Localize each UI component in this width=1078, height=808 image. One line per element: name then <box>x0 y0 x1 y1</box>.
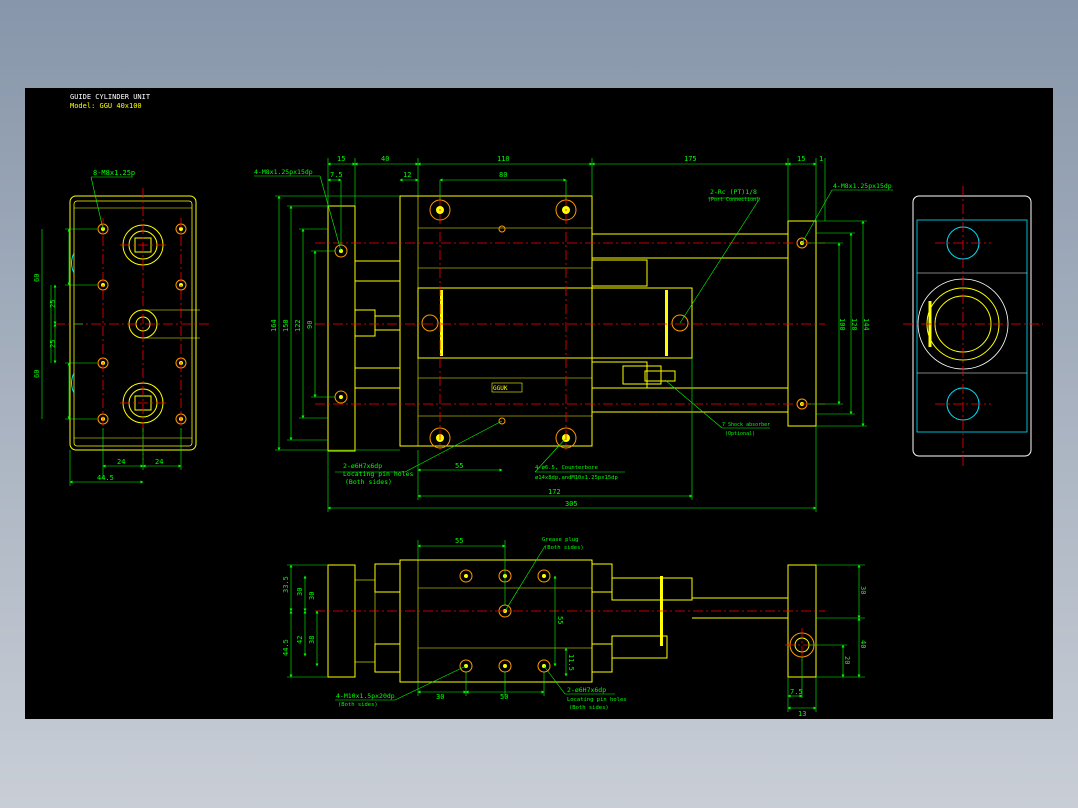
dim-front-15b: 15 <box>797 155 805 163</box>
grease-note-1: Grease plug <box>542 537 578 543</box>
port-note: 2-Rc (PT)1/8 <box>710 188 757 196</box>
dim-front-55: 55 <box>455 462 463 470</box>
dim-bottom-30r: 30 <box>859 586 867 594</box>
dim-front-144: 144 <box>862 318 870 331</box>
dim-front-122: 122 <box>294 319 302 332</box>
shock-absorber-sub: (Optional) <box>725 431 755 437</box>
dim-front-75: 7.5 <box>330 171 343 179</box>
left-side-view: 8-M8x1.25p 60 25 25 60 24 24 44.5 <box>33 169 210 486</box>
dim-bottom-38: 38 <box>308 636 316 644</box>
dim-bottom-55v: 55 <box>556 616 564 624</box>
dim-bottom-30a: 30 <box>296 588 304 596</box>
dim-bottom-30c: 30 <box>436 693 444 701</box>
drawing-title: GUIDE CYLINDER UNIT <box>70 93 151 101</box>
dim-front-305: 305 <box>565 500 578 508</box>
shock-absorber-note: 7 Shock absorber <box>722 422 770 428</box>
dim-front-100: 100 <box>838 318 846 331</box>
left-thread-note: 8-M8x1.25p <box>93 169 135 177</box>
dim-front-150: 150 <box>282 319 290 332</box>
dim-left-25a: 25 <box>49 300 57 308</box>
dim-left-60b: 60 <box>33 370 41 378</box>
dim-front-40: 40 <box>381 155 389 163</box>
dim-left-60a: 60 <box>33 274 41 282</box>
dim-left-25b: 25 <box>49 340 57 348</box>
dim-front-80: 80 <box>499 171 507 179</box>
cad-drawing: GUIDE CYLINDER UNIT Model: GGU 40x100 <box>33 93 1043 718</box>
drawing-model: Model: GGU 40x100 <box>70 102 142 110</box>
right-side-view <box>903 186 1043 466</box>
dim-front-120: 120 <box>850 318 858 331</box>
bottom-tap-note: 4-M10x1.5px20dp <box>336 692 395 700</box>
bottom-pin-note-2: Locating pin holes <box>567 697 627 703</box>
dim-left-24b: 24 <box>155 458 163 466</box>
dim-front-90: 90 <box>306 321 314 329</box>
bottom-view: 55 33.5 30 44.5 42 38 30 55 11.5 30 50 3… <box>282 537 867 718</box>
drawing-sheet: GUIDE CYLINDER UNIT Model: GGU 40x100 <box>25 88 1053 719</box>
dim-bottom-115: 11.5 <box>567 654 575 671</box>
dim-left-445: 44.5 <box>97 474 114 482</box>
counterbore-note-1: 4-ø6.5, Counterbore <box>535 465 598 471</box>
dim-bottom-20r: 20 <box>843 656 851 664</box>
front-tap-note-right: 4-M8x1.25px15dp <box>833 182 892 190</box>
dim-front-172: 172 <box>548 488 561 496</box>
front-tap-note-left: 4-M8x1.25px15dp <box>254 168 313 176</box>
dim-front-15a: 15 <box>337 155 345 163</box>
pin-note-2: Locating pin holes <box>343 470 414 478</box>
front-view: GGUK <box>254 155 893 512</box>
dim-bottom-50: 50 <box>500 693 508 701</box>
dim-bottom-445: 44.5 <box>282 639 290 656</box>
dim-bottom-75: 7.5 <box>790 688 803 696</box>
grease-note-2: (Both sides) <box>544 545 584 551</box>
port-subnote: (Port Connection) <box>708 197 759 203</box>
bottom-pin-note-1: 2-ø6H7x6dp <box>567 686 606 694</box>
dim-front-110: 110 <box>497 155 510 163</box>
dim-left-24a: 24 <box>117 458 125 466</box>
label-plate: GGUK <box>493 385 508 392</box>
counterbore-note-2: ø14x8dp,andM10x1.25px15dp <box>535 475 618 481</box>
dim-bottom-13: 13 <box>798 710 806 718</box>
dim-bottom-30b: 30 <box>308 592 316 600</box>
dim-bottom-40r: 40 <box>859 640 867 648</box>
dim-bottom-335: 33.5 <box>282 576 290 593</box>
bottom-pin-note-3: (Both sides) <box>569 705 609 711</box>
dim-bottom-55: 55 <box>455 537 463 545</box>
dim-bottom-42: 42 <box>296 636 304 644</box>
dim-front-175: 175 <box>684 155 697 163</box>
pin-note-1: 2-ø6H7x6dp <box>343 462 382 470</box>
title-block: GUIDE CYLINDER UNIT Model: GGU 40x100 <box>70 93 151 110</box>
pin-note-3: (Both sides) <box>345 478 392 486</box>
dim-front-1: 1 <box>819 155 823 163</box>
dim-front-12: 12 <box>403 171 411 179</box>
dim-front-164: 164 <box>270 319 278 332</box>
bottom-tap-sub: (Both sides) <box>338 702 378 708</box>
